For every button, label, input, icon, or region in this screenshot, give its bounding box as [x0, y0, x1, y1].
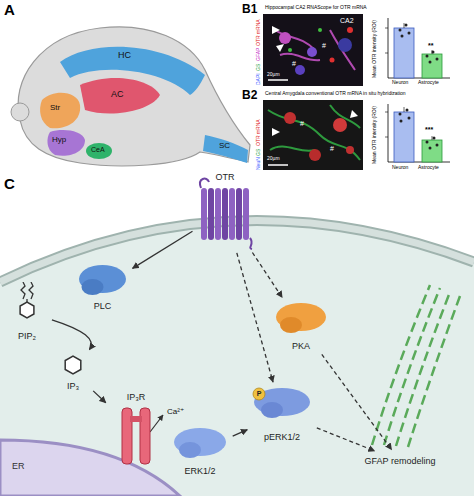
micrograph: [263, 100, 363, 170]
region-label: Hyp: [52, 136, 66, 145]
panel-letter: B2: [242, 89, 257, 102]
region-label: CeA: [91, 146, 105, 154]
node-text: pERK1/2: [262, 432, 302, 443]
node-text: PKA: [290, 341, 312, 352]
node-text: PIP₂: [16, 331, 38, 342]
axis-category: Astrocyte: [418, 80, 439, 86]
signal-arrow: [237, 253, 273, 382]
channel-label: GFAP: [256, 48, 262, 61]
node-text: IP₃R: [125, 392, 148, 403]
cell-illustration: [0, 221, 474, 496]
organelle-label: ER: [12, 462, 25, 472]
signal-arrow: [322, 354, 392, 449]
channel-label: OTR mRNA: [256, 19, 262, 46]
kinase-blob: PKA: [272, 300, 330, 352]
bar-chart: [385, 18, 450, 78]
scale-bar-label: 20µm: [267, 156, 280, 162]
region-label: SC: [219, 142, 230, 151]
outcome-label: GFAP remodeling: [350, 452, 450, 470]
cell-marker: #: [330, 145, 334, 153]
second-messenger: IP₃: [55, 352, 91, 392]
node-text: GFAP remodeling: [363, 456, 438, 467]
molecule-drawing: [108, 392, 164, 470]
panel-title: Central Amygdala conventional OTR mRNA i…: [265, 91, 406, 97]
panel-letter: A: [4, 2, 15, 19]
kinase-blob: ERK1/2: [170, 425, 230, 477]
channel-label: GS: [256, 149, 262, 156]
node-text: OTR: [214, 172, 237, 183]
signal-arrow: [93, 391, 106, 403]
molecule-drawing: [195, 172, 255, 250]
axis-category: Neuron: [392, 165, 408, 171]
channel-label: GS: [256, 64, 262, 71]
signal-arrow: [252, 253, 282, 298]
node-text: ERK1/2: [182, 466, 217, 477]
receptor: OTR: [195, 172, 255, 250]
enzyme-blob: PLC: [75, 262, 130, 312]
signal-arrow: [52, 320, 91, 350]
channel-label: OTR mRNA: [256, 119, 262, 146]
brain-sagittal: [11, 27, 250, 166]
axis-category: Astrocyte: [418, 165, 439, 171]
axis-title: Mean OTR intensity (ROI): [372, 106, 378, 164]
bar-chart: [385, 104, 450, 162]
scale-bar-label: 20µm: [267, 72, 280, 78]
node-text: PLC: [92, 301, 114, 312]
significance-mark: ***: [425, 126, 433, 134]
channel-label: DAPI: [256, 73, 262, 85]
axis-title: Mean OTR intensity (ROI): [372, 20, 378, 78]
lipid-molecule: PIP₂: [5, 282, 49, 342]
cell-marker: #: [322, 42, 326, 50]
ion-label: Ca²⁺: [167, 408, 184, 417]
signal-arrow: [317, 428, 375, 451]
cell-marker: #: [300, 120, 304, 128]
region-label: Str: [50, 104, 60, 113]
panel-letter: B1: [242, 3, 257, 16]
region-label: AC: [111, 90, 124, 100]
channel-label: NeuN: [256, 157, 262, 170]
micrograph: [263, 14, 363, 86]
cell-marker: #: [292, 60, 296, 68]
signal-arrow: [233, 430, 248, 437]
panel-letter: C: [4, 176, 15, 193]
axis-category: Neuron: [392, 80, 408, 86]
region-label: CA2: [340, 17, 354, 25]
phospho-label: P: [257, 390, 262, 398]
ion-channel: IP₃R: [108, 392, 164, 470]
signal-arrow: [133, 231, 193, 268]
significance-mark: **: [428, 42, 433, 50]
region-label: HC: [118, 51, 131, 61]
panel-title: Hippocampal CA2 RNAScope for OTR mRNA: [265, 5, 367, 11]
node-text: IP₃: [65, 381, 81, 392]
